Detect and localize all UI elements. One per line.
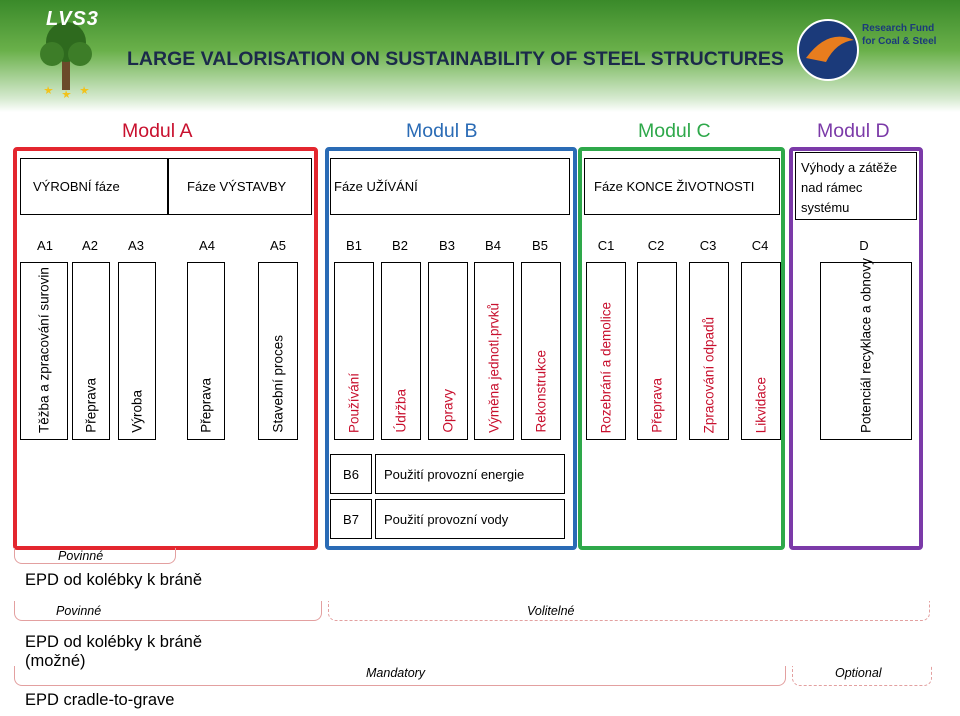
modul-a-frame bbox=[13, 147, 318, 550]
stage-c2: Přeprava bbox=[637, 262, 677, 440]
stage-a2: Přeprava bbox=[72, 262, 110, 440]
phase-uzivani: Fáze UŽÍVÁNÍ bbox=[334, 179, 418, 194]
code-b5: B5 bbox=[532, 238, 548, 253]
stage-b3: Opravy bbox=[428, 262, 468, 440]
stage-c4-label: Likvidace bbox=[753, 376, 769, 433]
stage-a4: Přeprava bbox=[187, 262, 225, 440]
code-a4: A4 bbox=[199, 238, 215, 253]
code-b4: B4 bbox=[485, 238, 501, 253]
lvs3-logo bbox=[22, 4, 112, 100]
phase-vyhody: Výhody a zátěže nad rámec systému bbox=[801, 160, 898, 215]
stage-a4-label: Přeprava bbox=[198, 378, 214, 433]
phase-vyhody-box bbox=[795, 152, 917, 220]
povinne-brace-2 bbox=[14, 601, 322, 621]
povinne-label-2: Povinné bbox=[56, 604, 102, 618]
code-a1: A1 bbox=[37, 238, 53, 253]
rfcs-logo-icon bbox=[796, 18, 860, 82]
stage-c3: Zpracování odpadů bbox=[689, 262, 729, 440]
stage-c2-label: Přeprava bbox=[649, 378, 665, 433]
stage-b2: Údržba bbox=[381, 262, 421, 440]
stage-d: Potenciál recyklace a obnovy bbox=[820, 258, 912, 440]
phase-uzivani-box bbox=[330, 158, 570, 215]
b7-label-box bbox=[375, 499, 565, 539]
modul-a-label: Modul A bbox=[122, 120, 193, 142]
stage-a2-label: Přeprava bbox=[83, 378, 99, 433]
code-c4: C4 bbox=[751, 238, 769, 253]
code-c1: C1 bbox=[597, 238, 615, 253]
phase-vystavby: Fáze VÝSTAVBY bbox=[187, 179, 287, 194]
page-title: LARGE VALORISATION ON SUSTAINABILITY OF … bbox=[127, 48, 784, 70]
phase-konec-box bbox=[584, 158, 780, 215]
stage-b4: Výměna jednotl.prvků bbox=[474, 262, 514, 440]
stage-c1-label: Rozebrání a demolice bbox=[598, 301, 614, 433]
modul-d-frame bbox=[789, 147, 923, 550]
rfcs-text: Research Fund for Coal & Steel bbox=[862, 22, 936, 48]
optional-label: Optional bbox=[835, 666, 882, 680]
phase-vyrobni-box bbox=[20, 158, 168, 215]
stage-a3: Výroba bbox=[118, 262, 156, 440]
code-a3: A3 bbox=[128, 238, 144, 253]
rfcs-line-2: for Coal & Steel bbox=[862, 36, 937, 47]
stage-a1-label: Těžba a zpracování surovin bbox=[36, 267, 52, 433]
code-c3: C3 bbox=[699, 238, 717, 253]
b7-label: Použití provozní vody bbox=[384, 512, 509, 527]
b6-label-box bbox=[375, 454, 565, 494]
stage-b1: Používání bbox=[334, 262, 374, 440]
mandatory-brace bbox=[14, 666, 786, 686]
phase-vystavby-box bbox=[168, 158, 312, 215]
stage-a1: Těžba a zpracování surovin bbox=[20, 262, 68, 440]
logo-text: LVS3 bbox=[46, 8, 99, 30]
code-c2: C2 bbox=[647, 238, 665, 253]
stage-a5-label: Stavební proces bbox=[270, 335, 286, 433]
epd-cradle-to-gate-options: EPD od kolébky k bráně (možné) bbox=[25, 633, 203, 670]
epd-cradle-to-grave: EPD cradle-to-grave bbox=[25, 691, 175, 709]
b6-label: Použití provozní energie bbox=[384, 467, 525, 482]
modul-c-frame bbox=[578, 147, 785, 550]
stage-d-label: Potenciál recyklace a obnovy bbox=[858, 258, 874, 433]
povinne-brace-1 bbox=[14, 548, 176, 564]
stage-c4: Likvidace bbox=[741, 262, 781, 440]
code-b2: B2 bbox=[392, 238, 408, 253]
volitelne-label: Volitelné bbox=[527, 604, 575, 618]
stage-a5: Stavební proces bbox=[258, 262, 298, 440]
stage-c3-label: Zpracování odpadů bbox=[701, 316, 717, 433]
b7-code-box bbox=[330, 499, 372, 539]
stage-b3-label: Opravy bbox=[440, 389, 456, 433]
modul-c-label: Modul C bbox=[638, 120, 711, 142]
stage-b4-label: Výměna jednotl.prvků bbox=[486, 303, 502, 433]
stage-b2-label: Údržba bbox=[393, 389, 409, 433]
stage-b5: Rekonstrukce bbox=[521, 262, 561, 440]
mandatory-label: Mandatory bbox=[366, 666, 426, 680]
code-d: D bbox=[859, 238, 869, 253]
stage-c1: Rozebrání a demolice bbox=[586, 262, 626, 440]
stage-b1-label: Používání bbox=[346, 372, 362, 433]
epd-cradle-to-gate: EPD od kolébky k bráně bbox=[25, 571, 203, 589]
stage-a3-label: Výroba bbox=[129, 390, 145, 433]
phase-konec: Fáze KONCE ŽIVOTNOSTI bbox=[594, 179, 755, 194]
rfcs-line-1: Research Fund bbox=[862, 23, 935, 34]
volitelne-brace bbox=[328, 601, 930, 621]
stage-b5-label: Rekonstrukce bbox=[533, 350, 549, 433]
b6-code-box bbox=[330, 454, 372, 494]
optional-brace bbox=[792, 666, 932, 686]
code-b3: B3 bbox=[439, 238, 455, 253]
modul-b-frame bbox=[325, 147, 577, 550]
modul-b-label: Modul B bbox=[406, 120, 478, 142]
code-b7: B7 bbox=[343, 512, 359, 527]
code-b1: B1 bbox=[346, 238, 362, 253]
code-a5: A5 bbox=[270, 238, 286, 253]
phase-vyrobni: VÝROBNÍ fáze bbox=[33, 179, 120, 194]
povinne-label-1: Povinné bbox=[58, 549, 104, 563]
modul-d-label: Modul D bbox=[817, 120, 890, 142]
code-b6: B6 bbox=[343, 467, 359, 482]
code-a2: A2 bbox=[82, 238, 98, 253]
